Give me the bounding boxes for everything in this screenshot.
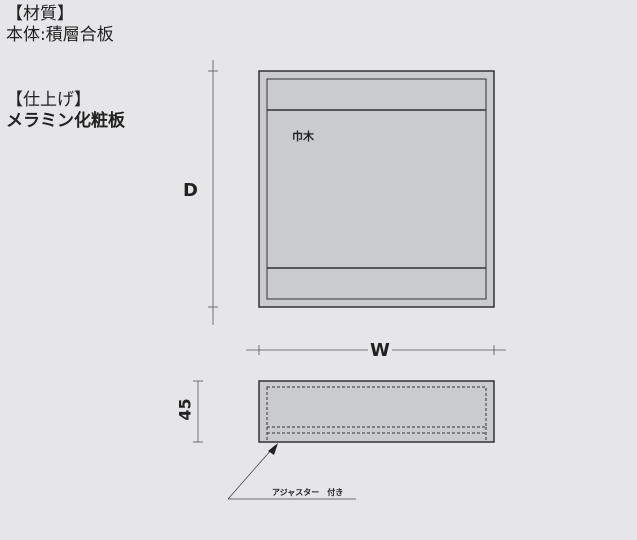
adjuster-leader — [227, 443, 356, 500]
material-heading: 【材質】 — [6, 4, 74, 24]
depth-dimension — [208, 60, 218, 325]
finish-heading: 【仕上げ】 — [6, 90, 91, 110]
width-dimension — [246, 345, 506, 355]
height-label: 45 — [175, 398, 195, 421]
adjuster-label: アジャスター 付き — [272, 488, 344, 497]
top-view-inner — [266, 78, 487, 300]
width-label: W — [370, 340, 390, 361]
height-dimension — [193, 380, 203, 443]
material-value: 本体:積層合板 — [6, 25, 114, 45]
hidden-lines — [266, 386, 487, 442]
top-view-outer — [258, 70, 495, 308]
plinth-label: 巾木 — [292, 130, 314, 143]
finish-value: メラミン化粧板 — [6, 111, 125, 131]
depth-label: D — [183, 180, 198, 201]
side-view — [258, 380, 495, 443]
